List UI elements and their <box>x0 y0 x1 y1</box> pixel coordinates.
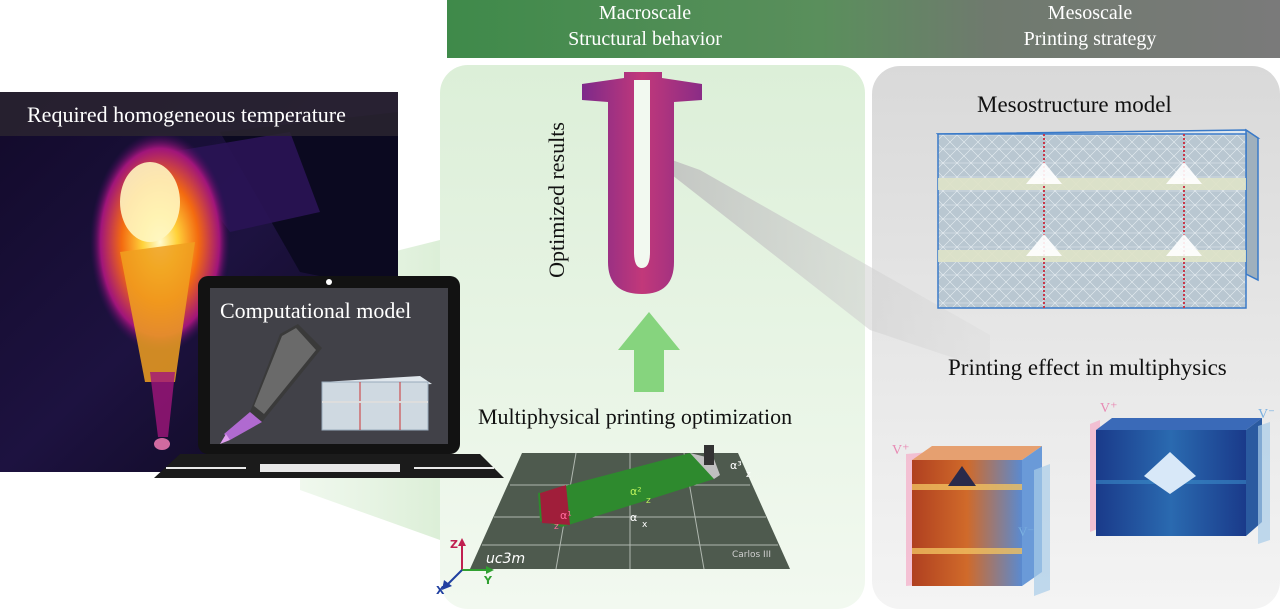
axis-x-label: X <box>436 584 445 597</box>
alpha1-label: α¹ <box>560 509 572 522</box>
printed-part <box>538 453 714 527</box>
optimization-title: Multiphysical printing optimization <box>478 404 793 429</box>
laptop-camera <box>326 279 332 285</box>
bed-logo: uc3m <box>486 551 525 567</box>
macroscale-title: Macroscale <box>598 2 692 24</box>
laptop <box>154 276 504 478</box>
printing-effect-title: Printing effect in multiphysics <box>948 355 1227 380</box>
optimized-u-shape <box>582 72 702 294</box>
up-arrow <box>618 312 680 392</box>
alpha2-label: α² <box>630 485 642 498</box>
axis-y-label: Y <box>483 574 493 587</box>
v-plus-left: V⁺ <box>892 443 910 458</box>
mesoscale-subtitle: Printing strategy <box>1023 28 1157 50</box>
macroscale-header: Macroscale Structural behavior <box>540 0 750 58</box>
alpha2-sub: z <box>646 496 651 506</box>
macroscale-subtitle: Structural behavior <box>568 28 722 50</box>
multiphysics-cube-left: V⁺ V⁻ <box>892 443 1050 596</box>
multiphysics-cube-right: V⁺ V⁻ <box>1090 401 1274 544</box>
laptop-nozzle-model <box>220 324 322 444</box>
mesostructure-model <box>936 128 1261 309</box>
v-minus-left: V⁻ <box>1018 524 1034 539</box>
alpha-x-sub: x <box>642 520 648 530</box>
mesostructure-front <box>937 133 1247 309</box>
thermal-title: Required homogeneous temperature <box>27 102 346 127</box>
v-plus-right: V⁺ <box>1100 401 1118 416</box>
alpha-x-label: α <box>630 511 637 524</box>
print-bed: α³ z α² z α¹ z α x uc3m Carlos III <box>470 445 790 570</box>
mesoscale-header: Mesoscale Printing strategy <box>990 0 1190 58</box>
mesostructure-model-title: Mesostructure model <box>977 92 1172 117</box>
alpha1-sub: z <box>554 522 559 532</box>
axis-triad: Z Y X <box>436 538 494 597</box>
header-bar <box>447 0 1280 58</box>
optimized-results-label: Optimized results <box>544 122 569 278</box>
alpha3-label: α³ <box>730 459 742 472</box>
axis-z-label: Z <box>450 538 458 551</box>
macro-meso-connector-funnel <box>672 160 990 370</box>
laptop-title: Computational model <box>220 298 412 323</box>
mesoscale-title: Mesoscale <box>1047 2 1133 24</box>
bed-text: Carlos III <box>732 550 771 560</box>
v-minus-right: V⁻ <box>1258 407 1274 422</box>
laptop-mesostructure-block <box>321 376 432 431</box>
alpha3-sub: z <box>746 470 751 480</box>
